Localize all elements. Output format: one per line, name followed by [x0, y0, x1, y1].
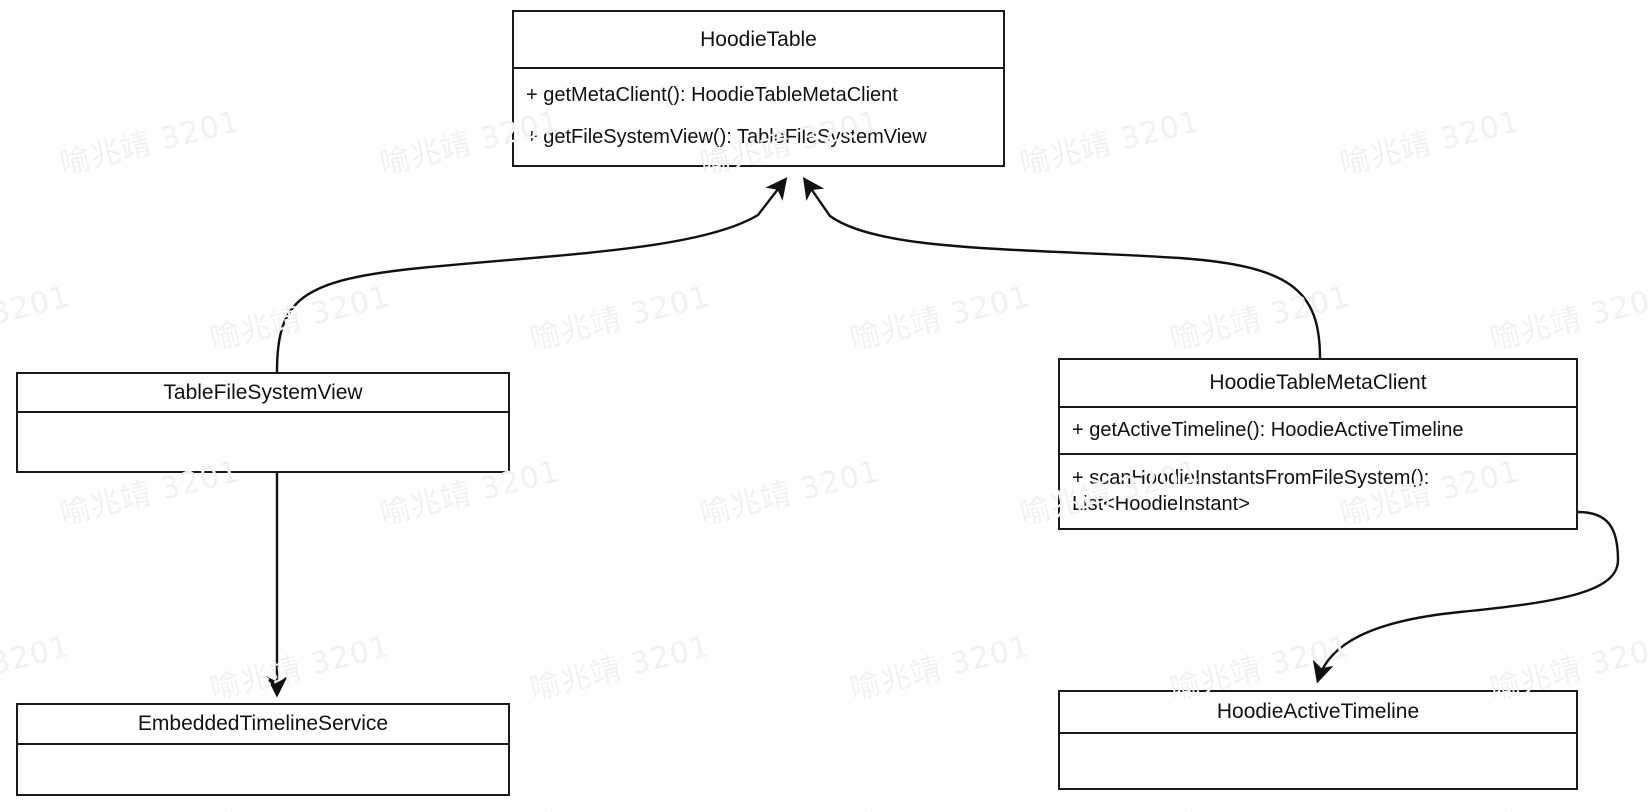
watermark-text: 喻兆靖 3201 — [1335, 796, 1524, 812]
watermark-text: 喻兆靖 3201 — [1015, 796, 1204, 812]
watermark-text: 喻兆靖 3201 — [0, 0, 74, 8]
edge-metaclient-to-hoodietable — [802, 177, 1322, 359]
watermark-text: 喻兆靖 3201 — [56, 103, 244, 183]
class-box-table-file-system-view[interactable]: TableFileSystemView — [16, 372, 510, 473]
class-member: + getFileSystemView(): TableFileSystemVi… — [526, 126, 927, 148]
class-member: + scanHoodieInstantsFromFileSystem(): Li… — [1072, 466, 1430, 515]
class-box-hoodie-table[interactable]: HoodieTable + getMetaClient(): HoodieTab… — [512, 10, 1005, 167]
watermark-text: 喻兆靖 3201 — [526, 628, 714, 708]
class-box-hoodie-table-meta-client[interactable]: HoodieTableMetaClient + getActiveTimelin… — [1058, 358, 1578, 530]
watermark-text: 喻兆靖 3201 — [1016, 103, 1204, 183]
class-title-embedded-timeline-service: EmbeddedTimelineService — [137, 712, 389, 735]
edge-tablefilesystemview-to-hoodietable — [275, 177, 788, 373]
watermark-text: 喻兆靖 3201 — [696, 453, 884, 533]
watermark-text: 喻兆靖 3201 — [846, 278, 1034, 358]
watermark-text: 喻兆靖 3201 — [1166, 278, 1354, 358]
edge-metaclient-to-activetimeline — [1312, 510, 1620, 684]
class-members-hoodie-table: + getMetaClient(): HoodieTableMetaClient… — [514, 67, 1003, 165]
watermark-text: 喻兆靖 3201 — [375, 796, 564, 812]
watermark-text: 喻兆靖 3201 — [206, 278, 394, 358]
watermark-text: 喻兆靖 3201 — [55, 796, 244, 812]
watermark-text: 喻兆靖 3201 — [206, 628, 394, 708]
class-members-table-file-system-view — [18, 411, 508, 471]
class-box-hoodie-active-timeline[interactable]: HoodieActiveTimeline — [1058, 690, 1578, 790]
watermark-text: 喻兆靖 3201 — [695, 796, 884, 812]
watermark-text: 喻兆靖 3201 — [1336, 103, 1524, 183]
class-box-embedded-timeline-service[interactable]: EmbeddedTimelineService — [16, 703, 510, 796]
class-title-table-file-system-view: TableFileSystemView — [163, 380, 363, 404]
watermark-text: 喻兆靖 3201 — [845, 0, 1034, 8]
watermark-text: 喻兆靖 3201 — [525, 0, 714, 8]
class-member: + getActiveTimeline(): HoodieActiveTimel… — [1072, 418, 1464, 441]
watermark-text: 喻兆靖 3201 — [1486, 278, 1650, 358]
class-title-hoodie-table-meta-client: HoodieTableMetaClient — [1209, 371, 1427, 394]
class-members-hoodie-table-meta-client-1: + getActiveTimeline(): HoodieActiveTimel… — [1060, 406, 1576, 453]
watermark-text: 喻兆靖 3201 — [846, 628, 1034, 708]
class-members-hoodie-active-timeline — [1060, 732, 1576, 788]
class-title-hoodie-active-timeline: HoodieActiveTimeline — [1216, 700, 1420, 723]
watermark-text: 喻兆靖 3201 — [526, 278, 714, 358]
watermark-text: 喻兆靖 3201 — [0, 278, 74, 357]
watermark-text: 喻兆靖 3201 — [0, 628, 74, 707]
watermark-text: 喻兆靖 3201 — [205, 0, 394, 8]
class-title-hoodie-table: HoodieTable — [700, 27, 817, 51]
watermark-text: 喻兆靖 3201 — [1165, 0, 1354, 8]
class-members-hoodie-table-meta-client-2: + scanHoodieInstantsFromFileSystem(): Li… — [1060, 453, 1576, 528]
class-members-embedded-timeline-service — [18, 743, 508, 794]
watermark-text: 喻兆靖 3201 — [1485, 0, 1650, 8]
class-member: + getMetaClient(): HoodieTableMetaClient — [526, 84, 898, 107]
